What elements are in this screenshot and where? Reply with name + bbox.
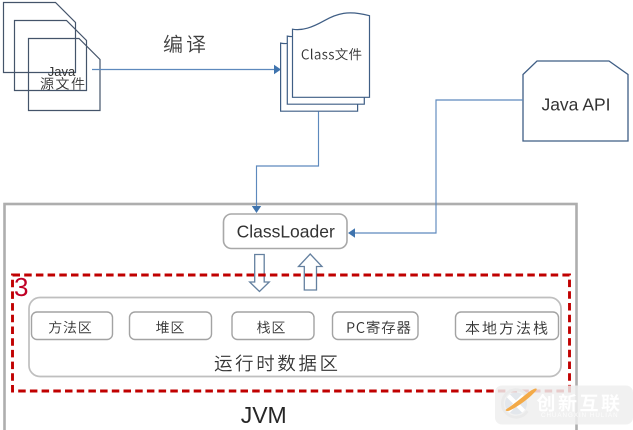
svg-text:CHUANGXIN HULIAN: CHUANGXIN HULIAN	[541, 412, 619, 419]
svg-text:JVM: JVM	[241, 402, 287, 428]
svg-text:3: 3	[14, 272, 28, 302]
svg-text:Java API: Java API	[541, 95, 610, 115]
svg-text:Java: Java	[48, 64, 76, 79]
svg-text:ClassLoader: ClassLoader	[237, 221, 335, 241]
